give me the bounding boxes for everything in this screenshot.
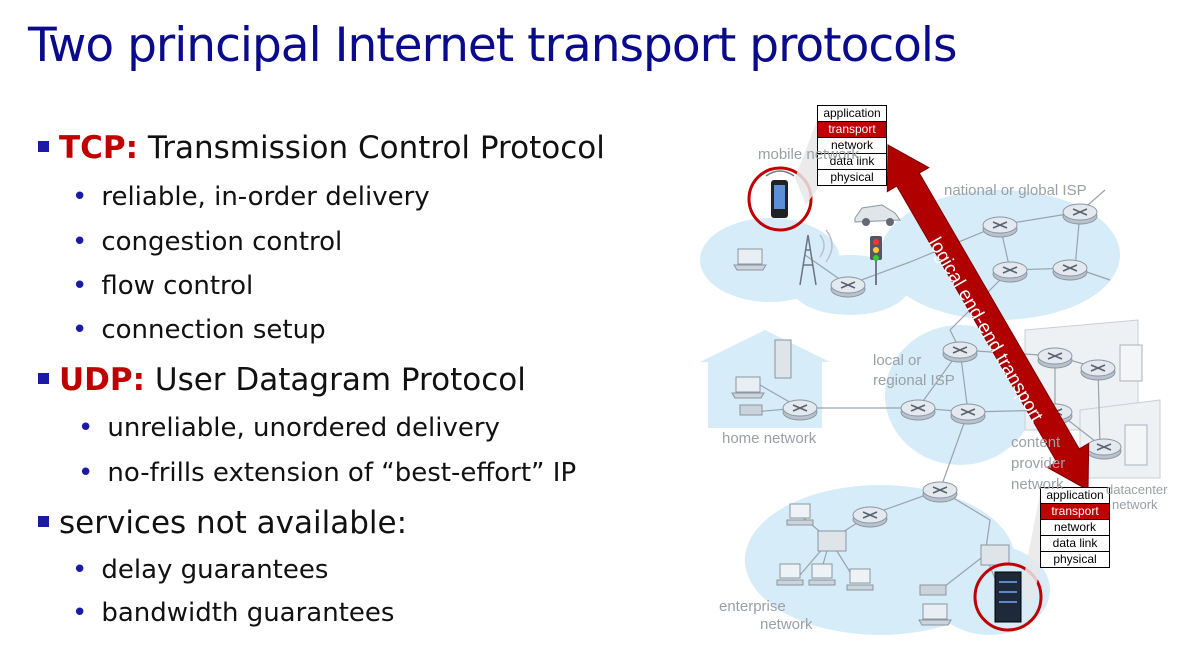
tcp-item: •connection setup — [72, 315, 326, 345]
round-bullet-icon: • — [72, 555, 88, 585]
tcp-item: •flow control — [72, 271, 254, 301]
layer-data-link: data link — [1041, 536, 1109, 552]
label-home-network: home network — [722, 430, 817, 447]
round-bullet-icon: • — [78, 413, 94, 443]
layer-network: network — [818, 138, 886, 154]
server-rack-icon — [1119, 344, 1143, 382]
label-global-isp: national or global ISP — [944, 182, 1087, 199]
protocol-stack-server: application transport network data link … — [1040, 487, 1110, 568]
label-enterprise-line1: enterprise — [719, 598, 786, 615]
label-datacenter-line1: datacenter — [1106, 482, 1168, 497]
layer-network: network — [1041, 520, 1109, 536]
layer-transport: transport — [818, 122, 886, 138]
round-bullet-icon: • — [72, 315, 88, 345]
round-bullet-icon: • — [72, 271, 88, 301]
mobile-phone-host — [747, 166, 813, 232]
layer-application: application — [1041, 488, 1109, 504]
layer-physical: physical — [1053, 552, 1097, 566]
bullet-tcp: TCP: Transmission Control Protocol — [38, 130, 605, 166]
label-local-isp-line1: local or — [873, 352, 922, 369]
traffic-light-icon — [870, 236, 882, 285]
label-content-line2: provider — [1011, 455, 1066, 472]
label-content-line1: content — [1011, 434, 1061, 451]
switch-icon — [980, 544, 1010, 566]
layer-physical: physical — [830, 170, 874, 184]
cell-tower-icon — [799, 229, 833, 286]
round-bullet-icon: • — [78, 458, 94, 488]
slide-title: Two principal Internet transport protoco… — [28, 18, 957, 73]
mobile-network-cloud — [700, 218, 910, 315]
unavailable-item: •bandwidth guarantees — [72, 598, 395, 628]
udp-item: •no-frills extension of “best-effort” IP — [78, 458, 577, 488]
label-mobile-network: mobile network — [758, 146, 859, 163]
host-icons — [731, 248, 1148, 626]
square-bullet-icon — [38, 373, 49, 384]
unavailable-item: •delay guarantees — [72, 555, 329, 585]
udp-name: UDP: — [59, 362, 146, 398]
stack-connector-top — [795, 118, 818, 205]
car-icon — [854, 204, 901, 226]
label-enterprise-line2: network — [760, 616, 813, 633]
layer-application: application — [818, 106, 886, 122]
server-rack-icon — [1124, 424, 1148, 466]
tcp-desc: Transmission Control Protocol — [147, 130, 605, 166]
square-bullet-icon — [38, 141, 49, 152]
tcp-item: •reliable, in-order delivery — [72, 182, 430, 212]
label-local-isp-line2: regional ISP — [873, 372, 955, 389]
udp-item: •unreliable, unordered delivery — [78, 413, 500, 443]
stack-connector-bottom — [1022, 494, 1040, 612]
unavailable-label: services not available: — [59, 505, 408, 541]
switch-icon — [817, 530, 847, 552]
label-datacenter-line2: network — [1112, 497, 1158, 512]
protocol-stack-mobile: application transport network data link … — [817, 105, 887, 186]
tcp-name: TCP: — [59, 130, 139, 166]
enterprise-router-icon — [919, 584, 947, 596]
bullet-udp: UDP: User Datagram Protocol — [38, 362, 526, 398]
round-bullet-icon: • — [72, 598, 88, 628]
tcp-item: •congestion control — [72, 227, 343, 257]
round-bullet-icon: • — [72, 182, 88, 212]
server-host — [973, 562, 1043, 632]
square-bullet-icon — [38, 516, 49, 527]
home-router-icon — [739, 404, 763, 416]
bullet-unavailable: services not available: — [38, 505, 407, 541]
label-content-line3: network — [1011, 476, 1064, 493]
layer-transport: transport — [1041, 504, 1109, 520]
udp-desc: User Datagram Protocol — [154, 362, 526, 398]
fridge-icon — [774, 339, 792, 379]
round-bullet-icon: • — [72, 227, 88, 257]
layer-data-link: data link — [818, 154, 886, 170]
